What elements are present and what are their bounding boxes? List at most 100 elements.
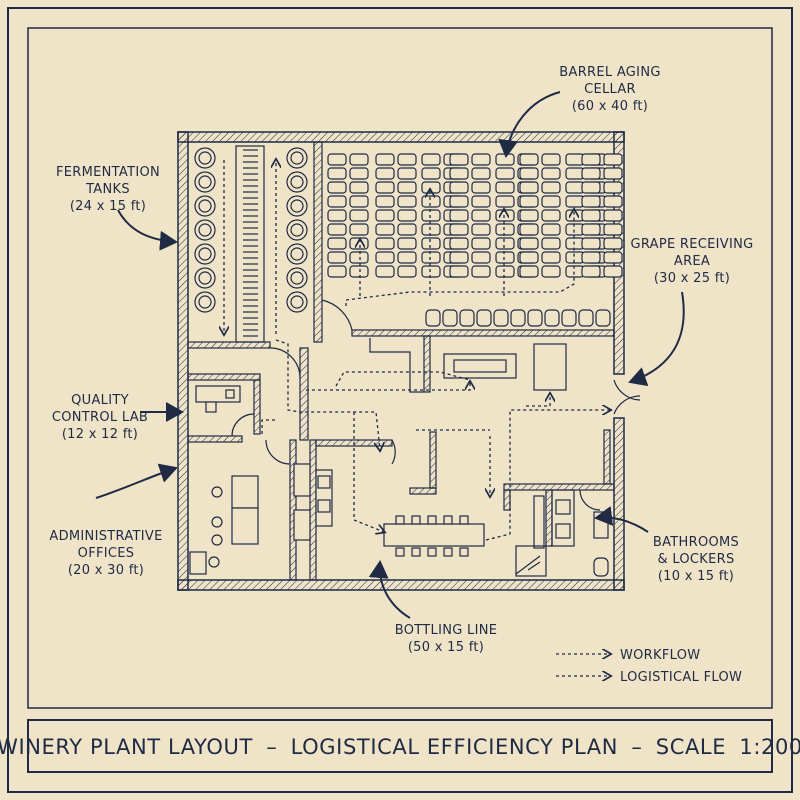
barrel [565,195,585,208]
bottling-stations [395,515,469,557]
fermentation-tank [194,147,216,169]
bottling-station [411,547,421,557]
barrel [449,237,469,250]
fermentation-tank [286,243,308,265]
label-grape-receiving: GRAPE RECEIVING AREA (30 x 25 ft) [630,237,753,286]
bottling-station [443,547,453,557]
svg-text:(30 x 25 ft): (30 x 25 ft) [654,271,730,286]
barrel [327,195,347,208]
barrel [375,153,395,166]
barrel [421,153,441,166]
barrel [561,309,577,327]
barrel [375,237,395,250]
label-qc-lab: QUALITY CONTROL LAB (12 x 12 ft) [52,393,148,442]
receiving-counter [369,338,424,393]
barrel [471,181,491,194]
barrel [349,167,369,180]
fermentation-tank [286,195,308,217]
fermentation-tank-inner [198,175,212,189]
barrel [603,181,623,194]
press-station [533,343,567,391]
svg-text:(10 x 15 ft): (10 x 15 ft) [658,569,734,584]
barrel [565,265,585,278]
barrel [397,251,417,264]
barrel [421,167,441,180]
barrel [375,251,395,264]
svg-text:& LOCKERS: & LOCKERS [657,552,734,567]
barrel [493,309,509,327]
barrel [541,209,561,222]
barrel [541,251,561,264]
legend-workflow-label: WORKFLOW [620,648,700,663]
barrel [421,251,441,264]
barrel [375,195,395,208]
barrel [397,153,417,166]
fermentation-tank [194,219,216,241]
fermentation-tank-inner [198,199,212,213]
svg-text:BARREL AGING: BARREL AGING [559,65,660,80]
barrel [519,223,539,236]
label-fermentation: FERMENTATION TANKS (24 x 15 ft) [56,165,160,214]
doors [231,299,641,511]
fermentation-tank-inner [198,295,212,309]
barrel [421,265,441,278]
barrel [349,265,369,278]
barrel [581,265,601,278]
fermentation-tank-inner [290,271,304,285]
barrel [495,265,515,278]
barrel [495,251,515,264]
office-furniture [189,463,311,575]
barrel [603,209,623,222]
tank-rack [243,155,258,337]
fermentation-tank-array [235,145,265,343]
lab-equipment [225,389,235,399]
barrel [603,167,623,180]
bottling-station [459,547,469,557]
outer-border [7,7,793,793]
barrel [581,209,601,222]
barrel [397,237,417,250]
barrel [421,223,441,236]
barrel [471,153,491,166]
barrel [603,153,623,166]
barrel [519,209,539,222]
barrel-racks [327,153,623,278]
barrel [375,223,395,236]
fermentation-tank [194,291,216,313]
svg-text:BATHROOMS: BATHROOMS [653,535,739,550]
barrel [495,209,515,222]
barrel [449,153,469,166]
barrel [349,237,369,250]
barrel [595,309,611,327]
fermentation-tank-inner [290,247,304,261]
svg-text:TANKS: TANKS [85,182,130,197]
barrel [449,251,469,264]
barrel-row-front [425,309,611,327]
label-bottling-line: BOTTLING LINE (50 x 15 ft) [395,623,497,655]
fermentation-tank [286,219,308,241]
barrel [471,223,491,236]
barrel [541,223,561,236]
barrel [565,251,585,264]
label-admin-offices: ADMINISTRATIVE OFFICES (20 x 30 ft) [49,529,162,578]
fermentation-tank [194,171,216,193]
svg-text:FERMENTATION: FERMENTATION [56,165,160,180]
barrel [397,195,417,208]
barrel [581,251,601,264]
barrel [603,237,623,250]
fermentation-tank-inner [198,247,212,261]
barrel [349,181,369,194]
fermentation-tank [194,243,216,265]
barrel [421,181,441,194]
barrel [397,265,417,278]
barrel [527,309,543,327]
barrel [581,167,601,180]
barrel [397,223,417,236]
barrel [421,209,441,222]
svg-text:(12 x 12 ft): (12 x 12 ft) [62,427,138,442]
svg-text:(60 x 40 ft): (60 x 40 ft) [572,99,648,114]
barrel [495,153,515,166]
barrel [375,167,395,180]
bottling-station [427,547,437,557]
fermentation-tank-inner [290,223,304,237]
